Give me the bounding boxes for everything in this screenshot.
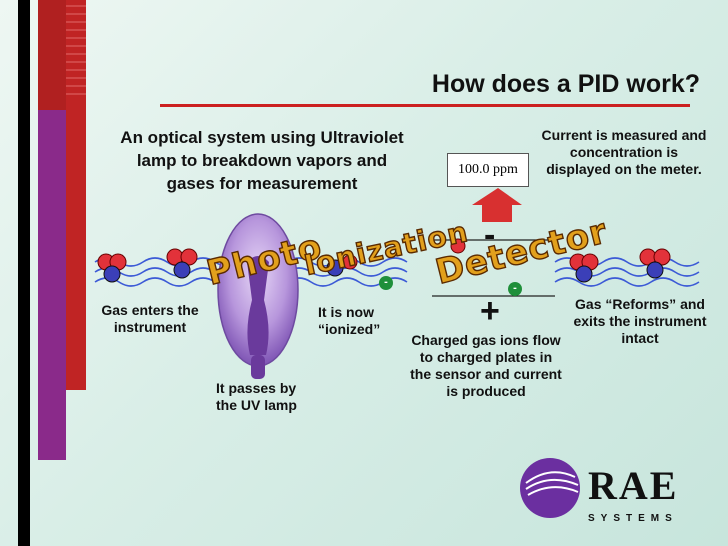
current-measured-label: Current is measured and concentration is… [541,127,707,177]
rae-logo-name: RAE [588,463,678,508]
optical-system-label: An optical system using Ultraviolet lamp… [120,128,404,193]
uv-lamp-base [251,355,265,379]
black-stripe [18,0,30,546]
left-decorative-stripes [18,0,86,546]
ionized-molecule-red [342,254,358,270]
rae-logo-subtitle: SYSTEMS [588,513,678,524]
gas-molecule-1 [97,253,127,283]
charged-ions-label: Charged gas ions flow to charged plates … [410,332,562,399]
negative-sign: - [484,216,496,254]
arrow-up-icon [472,188,522,222]
gas-enters-label: Gas enters the instrument [101,302,199,335]
red-stripe-top [38,0,66,110]
stripe-hatching [66,5,86,95]
rae-logo: RAE SYSTEMS [520,458,678,524]
uv-lamp-filament [247,256,269,355]
meter-reading: 100.0 ppm [447,153,529,187]
gas-molecule-4 [639,248,671,279]
gas-reforms-label: Gas “Reforms” and exits the instrument i… [573,296,707,346]
red-stripe [66,0,86,390]
electron-1: - [379,276,393,290]
detector-molecule-red [450,238,466,254]
gas-molecule-3 [569,253,599,283]
title-underline [160,104,690,107]
electron-2: - [508,282,522,296]
ionized-molecule [326,259,344,277]
ionized-label: It is now “ionized” [318,304,381,337]
slide-title: How does a PID work? [431,70,700,98]
passes-lamp-label: It passes by the UV lamp [216,380,297,413]
positive-sign: + [480,292,500,330]
gas-molecule-2 [166,248,198,279]
